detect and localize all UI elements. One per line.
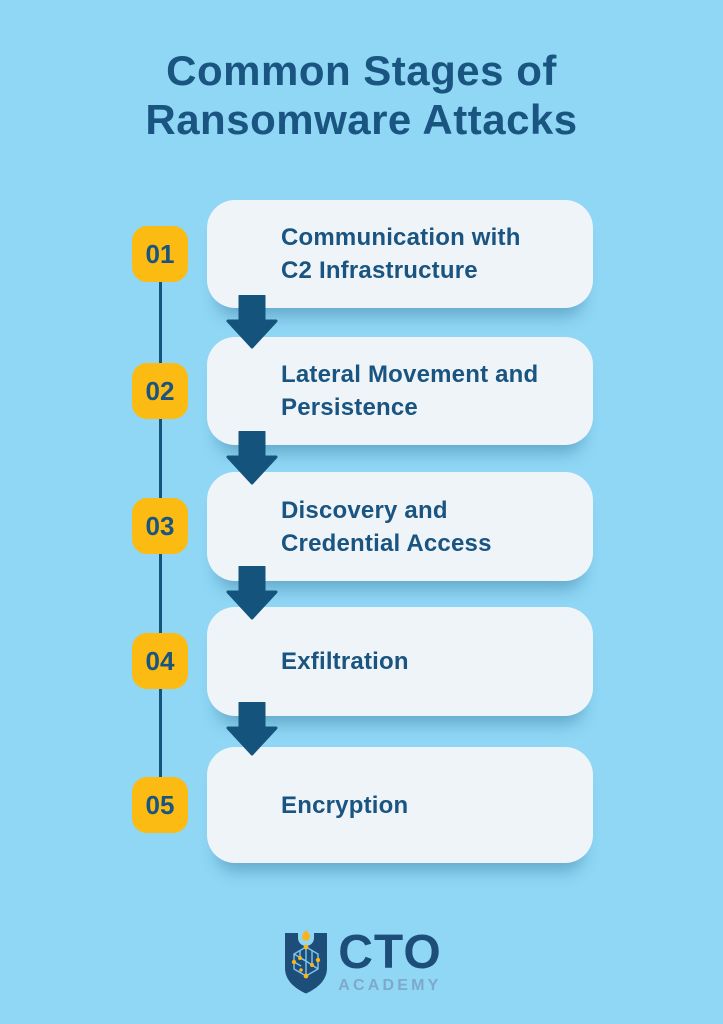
title-line-2: Ransomware Attacks — [145, 96, 578, 144]
stage-label-4: Exfiltration — [281, 648, 409, 675]
stage-card-1: Communication with C2 Infrastructure — [207, 200, 593, 308]
arrow-down-icon — [226, 702, 278, 756]
stage-label-5: Encryption — [281, 791, 409, 819]
stage-number-badge-5: 05 — [132, 777, 188, 833]
stage-card-4: Exfiltration — [207, 607, 593, 716]
arrow-down-icon — [226, 566, 278, 620]
shield-circuit-icon — [285, 930, 328, 994]
arrow-down-icon — [226, 431, 278, 485]
brand-name: CTO — [338, 926, 442, 979]
stage-number-badge-4: 04 — [132, 633, 188, 689]
brand-wordmark: CTO ACADEMY — [338, 926, 442, 995]
stage-label-3: Discovery and Credential Access — [281, 496, 492, 557]
brand-subtitle: ACADEMY — [338, 977, 442, 994]
stage-card-2: Lateral Movement and Persistence — [207, 337, 593, 445]
stage-card-3: Discovery and Credential Access — [207, 472, 593, 581]
footer-logo: CTO ACADEMY — [0, 926, 723, 996]
stage-card-5: Encryption — [207, 747, 593, 863]
stage-label-2: Lateral Movement and Persistence — [281, 361, 539, 421]
stage-label-1: Communication with C2 Infrastructure — [281, 224, 521, 284]
stage-number-badge-2: 02 — [132, 363, 188, 419]
title-line-1: Common Stages of — [166, 47, 557, 94]
arrow-down-icon — [226, 295, 278, 349]
stage-number-badge-1: 01 — [132, 226, 188, 282]
stage-number-badge-3: 03 — [132, 498, 188, 554]
